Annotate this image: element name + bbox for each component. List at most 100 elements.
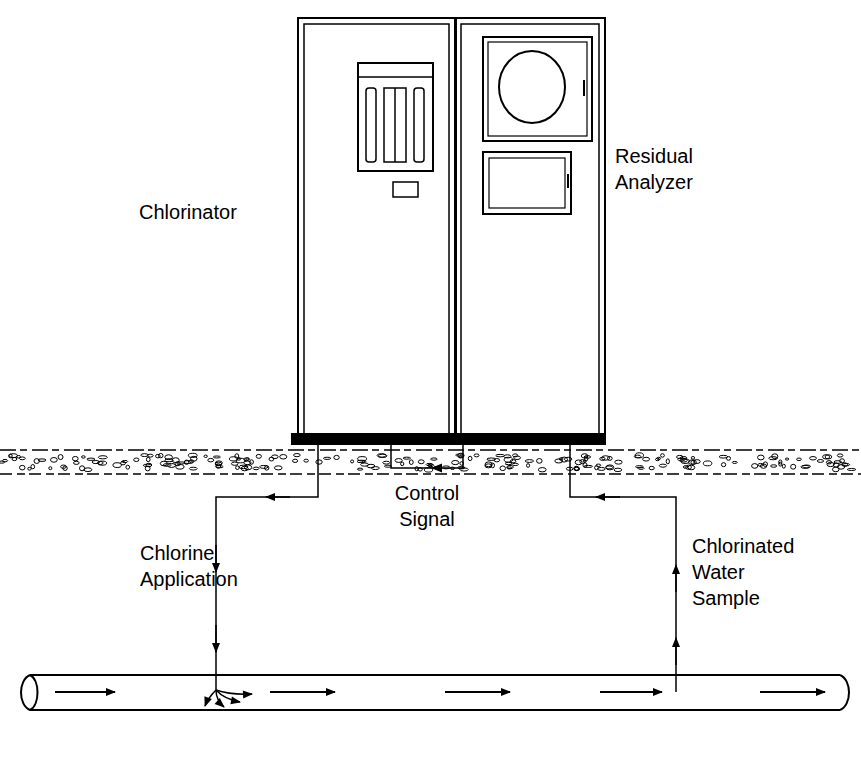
flow-arrow: [445, 691, 510, 693]
gauge-tube: [384, 88, 406, 162]
ground-speck: [58, 455, 63, 460]
analyzer-front: [483, 37, 592, 214]
chlorinator-gauge: [358, 63, 433, 197]
line-label: Chlorinated Water Sample: [692, 533, 807, 611]
ground-speck: [721, 463, 725, 467]
ground-speck: [574, 467, 579, 470]
gauge-band: [358, 76, 433, 78]
ground-speck: [514, 456, 521, 459]
door-latch: [567, 174, 569, 188]
ground-speck: [244, 458, 250, 461]
water-pipe: [21, 675, 849, 710]
ground-speck: [72, 456, 78, 460]
ground-speck: [779, 460, 782, 464]
flow-arrow: [675, 638, 677, 665]
ground-speck: [817, 460, 823, 463]
ground-speck: [272, 455, 279, 459]
ground-speck: [98, 461, 107, 465]
ground-speck: [659, 464, 666, 467]
chlorine-line: [216, 445, 318, 690]
ground-speck: [691, 456, 694, 459]
gauge-frame: [358, 63, 433, 171]
ground-speck: [782, 464, 785, 468]
ground-speck: [294, 454, 301, 457]
ground-speck: [361, 463, 369, 466]
ground-speck: [98, 456, 107, 459]
ground-line: [0, 449, 861, 451]
ground-speck: [156, 454, 161, 458]
ground-speck: [304, 459, 308, 462]
diffuser-arrow: [216, 690, 252, 694]
flow-arrow: [55, 691, 115, 693]
ground-speck: [538, 468, 546, 472]
ground-speck: [87, 458, 95, 460]
ground-speck: [510, 460, 516, 463]
ground-speck: [661, 454, 665, 457]
ground-speck: [732, 461, 737, 463]
ground-speck: [351, 460, 354, 463]
ground-speck: [459, 456, 462, 458]
ground-speck: [63, 466, 67, 471]
ground-speck: [452, 460, 459, 464]
gauge-slot: [366, 88, 376, 162]
ground-speck: [485, 462, 492, 467]
ground-speck: [823, 455, 830, 459]
ground-speck: [837, 454, 842, 457]
flow-arrow: [215, 625, 217, 652]
flow-arrow: [675, 565, 677, 592]
ground-speck: [500, 466, 506, 471]
control-signal-line: [391, 445, 463, 468]
ground-speck: [584, 465, 592, 467]
ground-speck: [595, 466, 599, 470]
ground-speck: [507, 465, 513, 468]
cabinet-label: Chlorinator: [139, 199, 279, 225]
analyzer-cabinet: Residual Analyzer: [455, 17, 606, 445]
ground-speck: [189, 467, 197, 470]
ground-speck: [525, 460, 533, 463]
ground-speck: [636, 466, 644, 468]
pipe-end: [21, 675, 38, 710]
flow-arrow: [600, 691, 662, 693]
ground-speck: [797, 458, 802, 460]
ground-speck: [260, 465, 268, 468]
ground-speck: [293, 459, 298, 462]
ground-speck: [146, 457, 150, 461]
pipe-wall: [30, 674, 840, 676]
ground-speck: [496, 454, 505, 456]
flow-arrow: [596, 496, 620, 498]
line-label: Chlorine Application: [140, 540, 255, 592]
ground-speck: [165, 455, 173, 460]
ground-speck: [134, 458, 139, 462]
ground-speck: [537, 459, 543, 464]
flow-arrow: [215, 545, 217, 572]
ground-speck: [635, 453, 643, 458]
recorder-chart: [499, 51, 565, 123]
recorder-door: [483, 37, 592, 141]
ground-speck: [231, 462, 238, 465]
ground-speck: [213, 456, 220, 458]
ground-speck: [760, 464, 766, 468]
ground-speck: [810, 457, 817, 460]
ground-speck: [82, 456, 86, 458]
ground-speck: [250, 460, 254, 465]
panel-inner-line: [304, 24, 449, 434]
ground-speck: [607, 456, 612, 460]
arrowhead: [431, 464, 442, 473]
signal-connector-group: [391, 445, 463, 473]
ground-speck: [20, 465, 25, 470]
ground-speck: [0, 461, 5, 463]
ground-speck: [719, 455, 728, 458]
ground-speck: [31, 465, 35, 469]
ground-speck: [752, 464, 758, 469]
ground-speck: [840, 459, 845, 463]
ground-speck: [236, 466, 240, 470]
ground-speck: [574, 466, 579, 470]
ground-speck: [229, 457, 238, 461]
ground-speck: [49, 467, 52, 470]
ground-speck: [615, 460, 622, 464]
ground-speck: [126, 465, 130, 469]
ground-speck: [269, 457, 274, 461]
ground-speck: [431, 458, 438, 460]
